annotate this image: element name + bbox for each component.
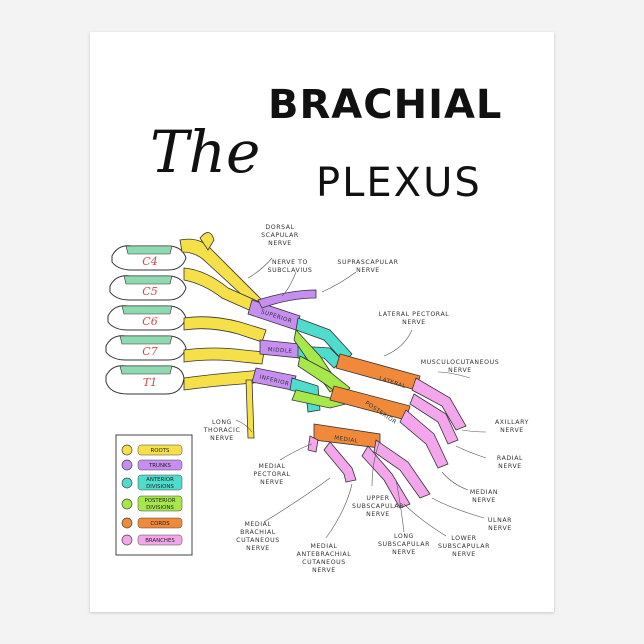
label-dorsal-scapular: DORSAL SCAPULAR NERVE [261,224,299,247]
svg-text:CUTANEOUS: CUTANEOUS [302,559,346,566]
svg-text:MUSCULOCUTANEOUS: MUSCULOCUTANEOUS [421,359,500,366]
vertebra-label: C7 [142,345,157,358]
label-lower-subscapular: LOWER SUBSCAPULAR NERVE [438,535,490,558]
svg-text:NERVE: NERVE [312,567,336,574]
svg-text:NERVE: NERVE [392,549,416,556]
label-musculocutaneous: MUSCULOCUTANEOUS NERVE [421,359,500,374]
svg-text:MEDIAL: MEDIAL [258,463,285,470]
svg-text:NERVE: NERVE [472,497,496,504]
vertebra-c4: C4 [111,245,187,271]
svg-text:ULNAR: ULNAR [488,517,512,524]
label-ulnar: ULNAR NERVE [488,517,512,532]
vertebra-label: C5 [142,285,157,298]
svg-text:NERVE: NERVE [356,267,380,274]
svg-text:NERVE: NERVE [260,479,284,486]
svg-text:ROOTS: ROOTS [151,448,171,454]
label-medial-pectoral: MEDIAL PECTORAL NERVE [253,463,290,486]
svg-text:NERVE: NERVE [210,435,234,442]
svg-text:NERVE: NERVE [498,463,522,470]
svg-text:NERVE: NERVE [448,367,472,374]
legend-item-branches: BRANCHES [121,534,183,546]
label-medial-brachial-cutaneous: MEDIAL BRACHIAL CUTANEOUS NERVE [236,521,280,552]
label-long-thoracic: LONG THORACIC NERVE [203,419,241,442]
vertebra-c7: C7 [105,335,187,361]
svg-text:LONG: LONG [212,419,232,426]
svg-text:PECTORAL: PECTORAL [253,471,290,478]
svg-text:SUBSCAPULAR: SUBSCAPULAR [438,543,490,550]
svg-text:RADIAL: RADIAL [497,455,523,462]
vertebra-label: C6 [142,315,157,328]
svg-text:ANTEBRACHIAL: ANTEBRACHIAL [297,551,352,558]
label-suprascapular: SUPRASCAPULAR NERVE [337,259,398,274]
label-lateral-pectoral: LATERAL PECTORAL NERVE [379,311,450,326]
svg-text:BRANCHES: BRANCHES [145,538,175,544]
cord-label-medial: MEDIAL [334,435,359,444]
svg-text:NERVE: NERVE [488,525,512,532]
svg-text:NERVE TO: NERVE TO [272,259,308,266]
svg-text:LONG: LONG [394,533,414,540]
label-long-subscapular: LONG SUBSCAPULAR NERVE [378,533,430,556]
title-brachial: BRACHIAL [268,82,502,128]
svg-text:MEDIAN: MEDIAN [470,489,498,496]
divisions [289,317,353,413]
legend-item-cords: CORDS [121,517,183,529]
legend-item-roots: ROOTS [121,444,183,456]
svg-text:NERVE: NERVE [366,511,390,518]
svg-text:DORSAL: DORSAL [265,224,294,231]
label-radial: RADIAL NERVE [497,455,523,470]
svg-text:CORDS: CORDS [150,521,170,527]
svg-text:BRACHIAL: BRACHIAL [240,529,276,536]
svg-text:LATERAL PECTORAL: LATERAL PECTORAL [379,311,450,318]
svg-text:AXILLARY: AXILLARY [495,419,529,426]
svg-text:NERVE: NERVE [402,319,426,326]
svg-text:NERVE: NERVE [268,240,292,247]
vertebra-label: C4 [142,255,157,268]
vertebra-t1: T1 [105,365,185,395]
roots [179,232,267,439]
vertebra-label: T1 [143,376,157,389]
label-axillary: AXILLARY NERVE [495,419,529,434]
legend: ROOTS TRUNKS ANTERIOR DIVISIONS POSTERIO… [115,434,193,556]
label-pointers [235,257,487,539]
label-median: MEDIAN NERVE [470,489,498,504]
svg-text:SUBCLAVIUS: SUBCLAVIUS [268,267,313,274]
legend-item-posterior-divisions: POSTERIOR DIVISIONS [121,495,183,512]
label-medial-antebrachial-cutaneous: MEDIAL ANTEBRACHIAL CUTANEOUS NERVE [297,543,352,574]
title-the: The [150,118,260,186]
svg-text:MEDIAL: MEDIAL [310,543,337,550]
svg-text:CUTANEOUS: CUTANEOUS [236,537,280,544]
vertebra-c6: C6 [107,305,187,331]
nerve-labels: DORSAL SCAPULAR NERVE NERVE TO SUBCLAVIU… [203,224,529,574]
svg-text:DIVISIONS: DIVISIONS [146,484,174,490]
trunks [247,289,317,391]
svg-text:UPPER: UPPER [366,495,389,502]
svg-text:NERVE: NERVE [452,551,476,558]
svg-text:THORACIC: THORACIC [203,427,241,434]
legend-item-trunks: TRUNKS [121,459,183,471]
svg-text:SUPRASCAPULAR: SUPRASCAPULAR [337,259,398,266]
label-upper-subscapular: UPPER SUBSCAPULAR NERVE [352,495,404,518]
svg-text:LOWER: LOWER [451,535,477,542]
svg-text:DIVISIONS: DIVISIONS [146,505,174,511]
label-nerve-to-subclavius: NERVE TO SUBCLAVIUS [268,259,313,274]
svg-text:SUBSCAPULAR: SUBSCAPULAR [378,541,430,548]
trunk-label-middle: MIDDLE [268,347,293,355]
vertebra-c5: C5 [109,275,187,301]
svg-text:NERVE: NERVE [500,427,524,434]
legend-item-anterior-divisions: ANTERIOR DIVISIONS [121,474,183,491]
vertebrae-column: C4 C5 C6 C7 T1 [105,245,187,395]
svg-text:TRUNKS: TRUNKS [148,463,172,469]
svg-text:POSTERIOR: POSTERIOR [145,498,176,504]
svg-text:MEDIAL: MEDIAL [244,521,271,528]
svg-text:SCAPULAR: SCAPULAR [261,232,299,239]
svg-text:SUBSCAPULAR: SUBSCAPULAR [352,503,404,510]
svg-text:ANTERIOR: ANTERIOR [146,477,174,483]
title-plexus: PLEXUS [316,160,482,206]
svg-text:NERVE: NERVE [246,545,270,552]
